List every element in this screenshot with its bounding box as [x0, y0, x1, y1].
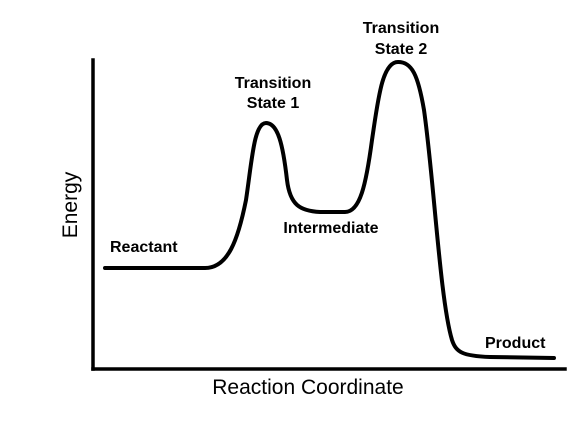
intermediate-label: Intermediate: [283, 220, 378, 237]
transition-state-1-label-line2: State 1: [247, 95, 300, 112]
x-axis-label: Reaction Coordinate: [212, 376, 403, 399]
energy-profile-curve: [103, 60, 556, 360]
transition-state-1-label-line1: Transition: [235, 75, 311, 92]
transition-state-2-label-line2: State 2: [375, 41, 428, 58]
y-axis-label: Energy: [59, 171, 82, 238]
reactant-label: Reactant: [110, 239, 178, 256]
product-label: Product: [485, 335, 546, 352]
transition-state-2-label-line1: Transition: [363, 20, 439, 37]
